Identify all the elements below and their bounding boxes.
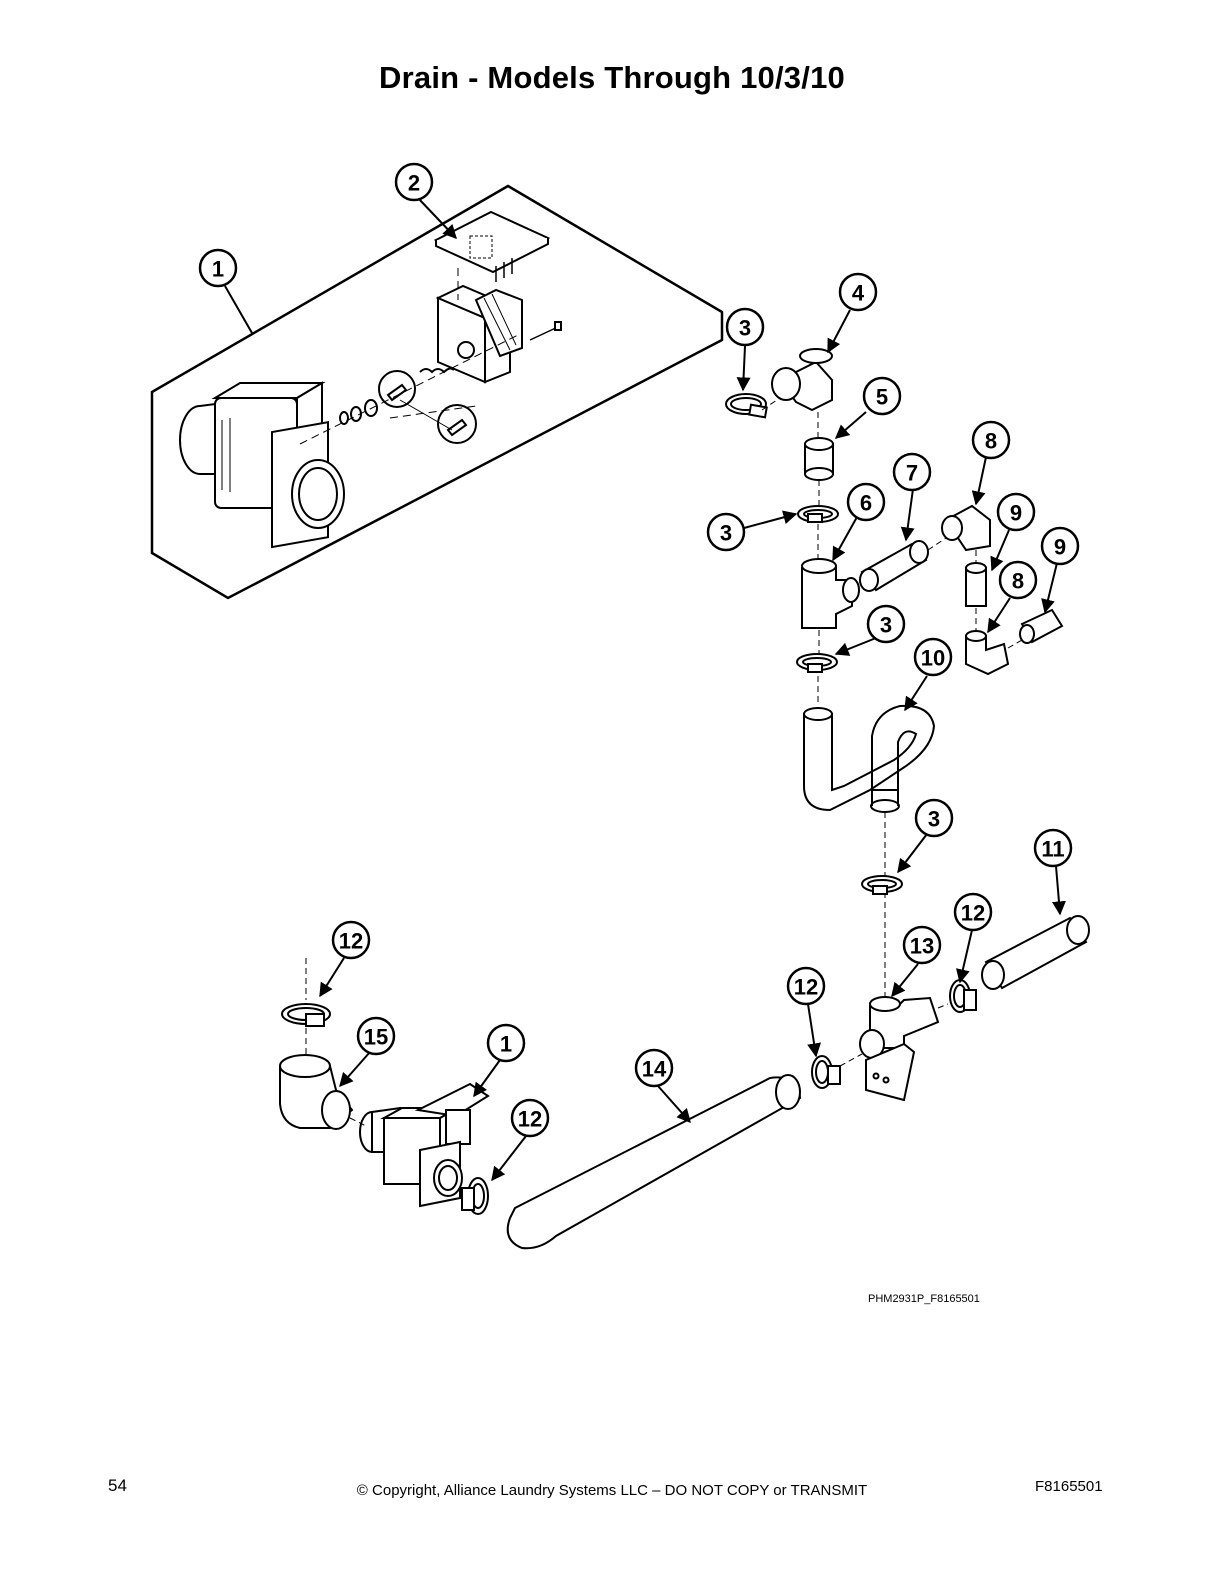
- callout-label: 1: [212, 257, 224, 282]
- hose-clamp-12-right: [949, 979, 977, 1013]
- callout-3: 3: [866, 604, 906, 644]
- inset-drain-valve: [179, 381, 345, 549]
- hose-clamp-3-top: [725, 393, 768, 419]
- p-trap-10: [803, 704, 936, 813]
- callout-label: 15: [364, 1025, 388, 1050]
- callout-4: 4: [838, 272, 878, 312]
- hose-clamp-12-top-left: [281, 1003, 331, 1027]
- callout-7: 7: [892, 452, 932, 492]
- inset-detail-frame: [150, 184, 724, 600]
- callout-label: 3: [928, 807, 940, 832]
- callout-9: 9: [996, 492, 1036, 532]
- callout-8: 8: [998, 560, 1038, 600]
- hose-clamp-3-fourth: [861, 875, 903, 895]
- callout-12: 12: [786, 966, 826, 1006]
- callout-label: 12: [339, 929, 363, 954]
- hose-14: [506, 1074, 802, 1250]
- callout-14: 14: [634, 1048, 674, 1088]
- callout-12: 12: [331, 920, 371, 960]
- hose-clamp-3-third: [796, 653, 838, 673]
- elbow-4: [771, 348, 833, 412]
- inset-cover-plate: [433, 210, 551, 282]
- hose-clamp-12-mid: [811, 1055, 841, 1089]
- callout-label: 7: [906, 461, 918, 486]
- callout-label: 12: [794, 975, 818, 1000]
- callout-12: 12: [953, 892, 993, 932]
- callout-label: 6: [860, 491, 872, 516]
- callout-label: 3: [720, 521, 732, 546]
- callout-10: 10: [913, 637, 953, 677]
- callout-label: 10: [921, 646, 945, 671]
- tee-13: [859, 996, 940, 1102]
- callout-label: 13: [910, 934, 934, 959]
- callout-label: 14: [642, 1057, 667, 1082]
- elbow-8-top: [941, 504, 991, 552]
- callout-label: 4: [852, 281, 865, 306]
- callout-label: 1: [500, 1032, 512, 1057]
- callout-label: 12: [518, 1107, 542, 1132]
- callout-label: 12: [961, 901, 985, 926]
- callout-15: 15: [356, 1016, 396, 1056]
- elbow-8-bottom: [965, 630, 1010, 676]
- callout-label: 9: [1054, 535, 1066, 560]
- callout-11: 11: [1033, 828, 1073, 868]
- callout-6: 6: [846, 482, 886, 522]
- page-title: Drain - Models Through 10/3/10: [379, 60, 845, 95]
- callout-2: 2: [394, 162, 434, 202]
- callout-label: 8: [985, 429, 997, 454]
- tee-6: [801, 558, 860, 629]
- coupling-5: [804, 437, 834, 481]
- callout-12: 12: [510, 1098, 550, 1138]
- image-reference: PHM2931P_F8165501: [868, 1293, 980, 1305]
- inset-small-parts: [339, 321, 562, 444]
- callout-label: 8: [1012, 569, 1024, 594]
- page-number: 54: [108, 1476, 127, 1495]
- copyright-notice: © Copyright, Alliance Laundry Systems LL…: [356, 1482, 868, 1499]
- callout-9: 9: [1040, 526, 1080, 566]
- document-id: F8165501: [1035, 1478, 1103, 1495]
- callout-label: 2: [408, 171, 420, 196]
- callout-1: 1: [198, 248, 238, 288]
- pipe-11: [981, 915, 1090, 990]
- pipe-7: [859, 540, 929, 592]
- callout-3: 3: [914, 798, 954, 838]
- callout-13: 13: [902, 925, 942, 965]
- coupling-9-vertical: [965, 562, 987, 607]
- callout-5: 5: [862, 376, 902, 416]
- coupling-9-horizontal: [1019, 608, 1064, 644]
- inset-motor-assembly: [435, 284, 523, 384]
- callout-label: 3: [880, 613, 892, 638]
- callout-label: 9: [1010, 501, 1022, 526]
- callout-3: 3: [706, 512, 746, 552]
- callout-1: 1: [486, 1023, 526, 1063]
- elbow-15: [279, 1054, 354, 1130]
- hose-clamp-12-lower: [461, 1177, 489, 1215]
- callout-label: 3: [739, 316, 751, 341]
- callout-3: 3: [725, 307, 765, 347]
- hose-clamp-3-second: [797, 505, 839, 523]
- callout-label: 5: [876, 385, 888, 410]
- drain-valve-1: [359, 1082, 490, 1208]
- callout-label: 11: [1041, 837, 1064, 862]
- callout-8: 8: [971, 420, 1011, 460]
